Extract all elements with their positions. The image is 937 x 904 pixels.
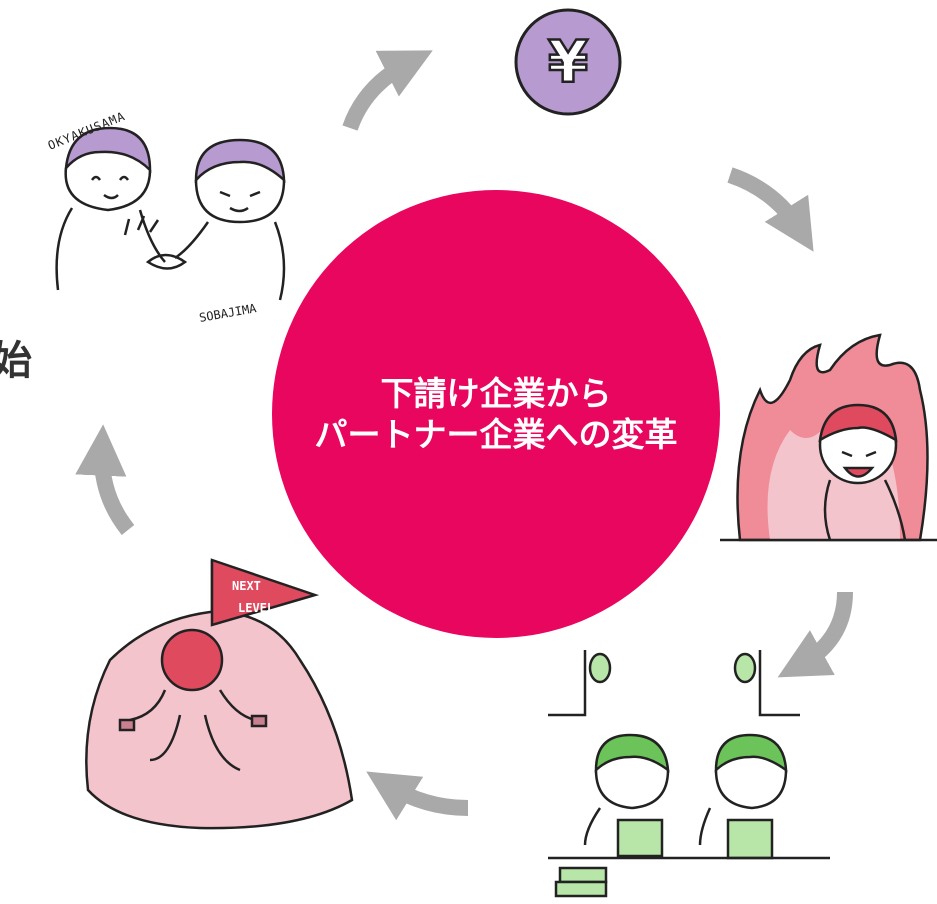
climb-illustration bbox=[85, 558, 354, 830]
yen-symbol: ¥ bbox=[548, 28, 588, 96]
arrow-bottom bbox=[366, 771, 469, 821]
left-edge-label: 始 bbox=[0, 338, 32, 384]
label-company: SOBAJIMA bbox=[198, 301, 258, 325]
motivated-person-illustration bbox=[720, 333, 937, 542]
arrow-right bbox=[777, 591, 853, 678]
center-title-line-1: 下請け企業から bbox=[380, 373, 612, 413]
flag-text-level: LEVEL bbox=[238, 601, 274, 615]
center-circle: 下請け企業から パートナー企業への変革 bbox=[272, 190, 720, 638]
center-title-line-2: パートナー企業への変革 bbox=[314, 415, 678, 454]
arrow-top-left bbox=[342, 50, 433, 131]
arrow-left bbox=[75, 424, 135, 535]
handshake-illustration bbox=[55, 126, 286, 301]
study-illustration bbox=[548, 650, 830, 898]
arrow-top-right bbox=[727, 167, 814, 252]
yen-coin-icon: ¥ bbox=[514, 8, 622, 116]
flag-text-next: NEXT bbox=[232, 579, 261, 593]
